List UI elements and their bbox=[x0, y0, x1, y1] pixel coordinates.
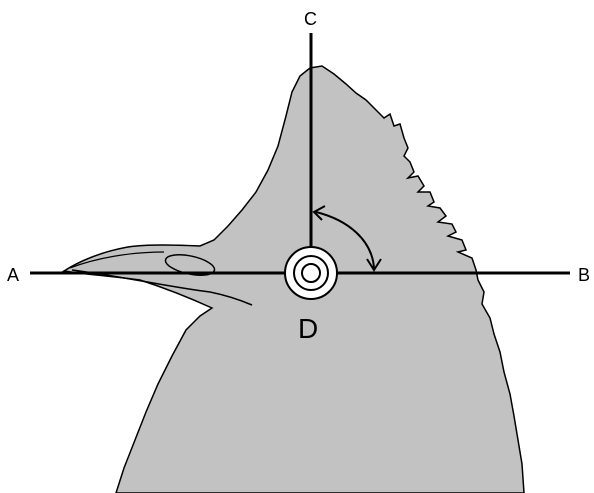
label-a: A bbox=[7, 265, 19, 285]
label-c: C bbox=[304, 9, 317, 29]
label-b: B bbox=[578, 265, 590, 285]
eye-target-icon bbox=[284, 246, 338, 300]
curved-double-arrow-icon bbox=[312, 205, 382, 272]
label-d: D bbox=[298, 313, 318, 344]
beak-mouth-line bbox=[71, 269, 253, 306]
beak-upper-outline bbox=[69, 251, 165, 269]
